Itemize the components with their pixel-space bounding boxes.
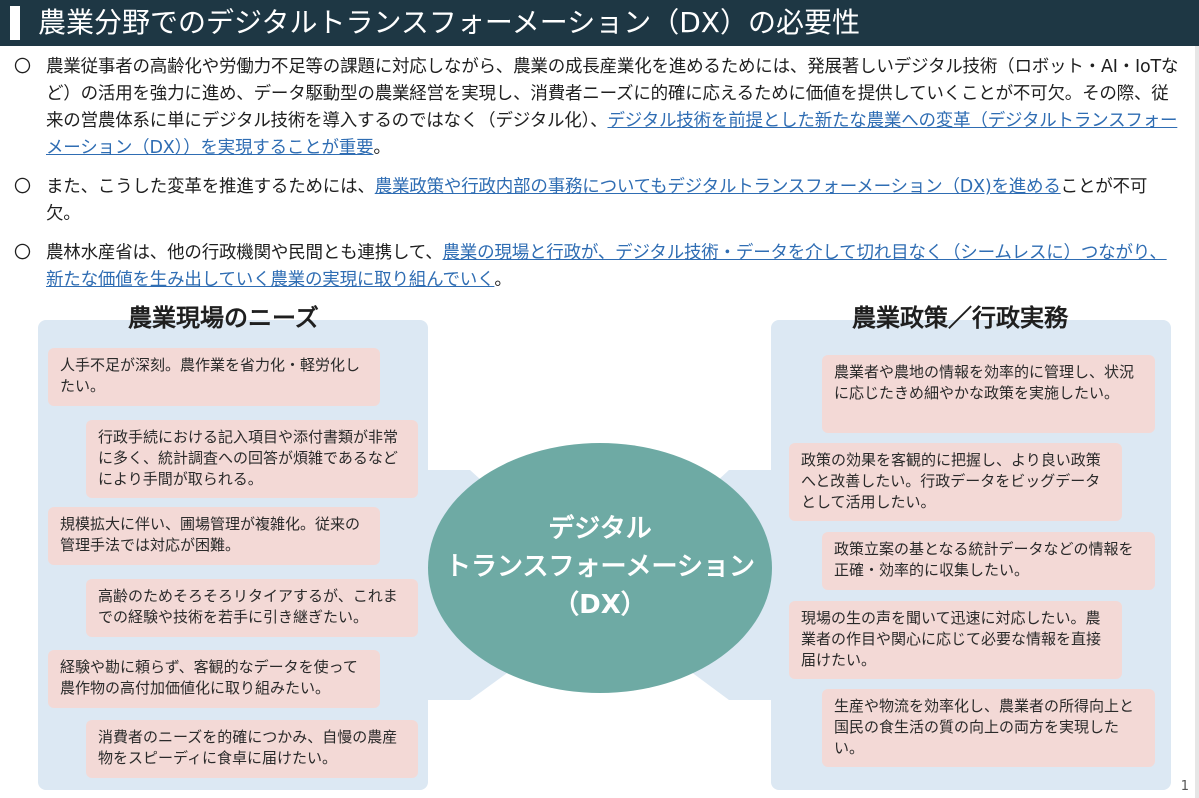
bullet-text: 農業従事者の高齢化や労働力不足等の課題に対応しながら、農業の成長産業化を進めるた… <box>46 57 1179 131</box>
right-panel-title: 農業政策／行政実務 <box>852 304 1068 332</box>
need-card-6: 消費者のニーズを的確につかみ、自慢の農産物をスピーディに食卓に届けたい。 <box>86 720 418 778</box>
bullet-highlight: デジタル技術を前提とした新たな農業への変革（デジタルトランスフォーメーション（D… <box>46 111 1178 158</box>
bullet-item-3: 〇 農林水産省は、他の行政機関や民間とも連携して、農業の現場と行政が、デジタル技… <box>12 240 1180 294</box>
page-edge <box>1195 46 1199 798</box>
policy-card-3: 政策立案の基となる統計データなどの情報を正確・効率的に収集したい。 <box>822 532 1155 590</box>
bullet-list: 〇 農業従事者の高齢化や労働力不足等の課題に対応しながら、農業の成長産業化を進め… <box>12 54 1180 306</box>
circle-bullet-icon: 〇 <box>14 57 31 77</box>
bullet-text-end: 。 <box>494 270 512 290</box>
circle-bullet-icon: 〇 <box>14 243 31 263</box>
need-card-4: 高齢のためそろそろリタイアするが、これまでの経験や技術を若手に引き継ぎたい。 <box>86 579 418 637</box>
policy-card-2: 政策の効果を客観的に把握し、より良い政策へと改善したい。行政データをビッグデータ… <box>789 443 1122 521</box>
need-card-5: 経験や勘に頼らず、客観的なデータを使って農作物の高付加価値化に取り組みたい。 <box>48 650 380 708</box>
bullet-text: 農林水産省は、他の行政機関や民間とも連携して、 <box>46 243 443 263</box>
need-card-3: 規模拡大に伴い、圃場管理が複雑化。従来の管理手法では対応が困難。 <box>48 507 380 565</box>
dx-ellipse-label: デジタル トランスフォーメーション （DX） <box>428 510 772 624</box>
bullet-text-end: 。 <box>373 138 391 158</box>
policy-card-4: 現場の生の声を聞いて迅速に対応したい。農業者の作目や関心に応じて必要な情報を直接… <box>789 601 1122 679</box>
bullet-item-2: 〇 また、こうした変革を推進するためには、農業政策や行政内部の事務についてもデジ… <box>12 174 1180 228</box>
need-card-1: 人手不足が深刻。農作業を省力化・軽労化したい。 <box>48 348 380 406</box>
bullet-highlight: 農業政策や行政内部の事務についてもデジタルトランスフォーメーション（DX)を進め… <box>374 177 1061 197</box>
page-number: 1 <box>1180 779 1189 794</box>
dx-label-line-1: デジタル <box>548 514 652 544</box>
page-title: 農業分野でのデジタルトランスフォーメーション（DX）の必要性 <box>38 6 860 39</box>
slide-header: 農業分野でのデジタルトランスフォーメーション（DX）の必要性 <box>0 0 1199 46</box>
header-accent-bar <box>10 6 20 40</box>
need-card-2: 行政手続における記入項目や添付書類が非常に多く、統計調査への回答が煩雑であるなど… <box>86 420 418 498</box>
bullet-text: また、こうした変革を推進するためには、 <box>46 177 375 197</box>
bullet-highlight: 農業の現場と行政が、デジタル技術・データを介して切れ目なく（シームレスに）つなが… <box>46 243 1167 290</box>
policy-card-5: 生産や物流を効率化し、農業者の所得向上と国民の食生活の質の向上の両方を実現したい… <box>822 689 1155 767</box>
bullet-item-1: 〇 農業従事者の高齢化や労働力不足等の課題に対応しながら、農業の成長産業化を進め… <box>12 54 1180 162</box>
left-panel-title: 農業現場のニーズ <box>128 304 319 332</box>
dx-ellipse <box>428 443 772 693</box>
dx-label-line-3: （DX） <box>553 590 647 620</box>
dx-label-line-2: トランスフォーメーション <box>445 552 755 582</box>
circle-bullet-icon: 〇 <box>14 177 31 197</box>
bullet-text-end: ことが不可欠。 <box>46 177 1148 224</box>
policy-card-1: 農業者や農地の情報を効率的に管理し、状況に応じたきめ細やかな政策を実施したい。 <box>822 355 1155 433</box>
